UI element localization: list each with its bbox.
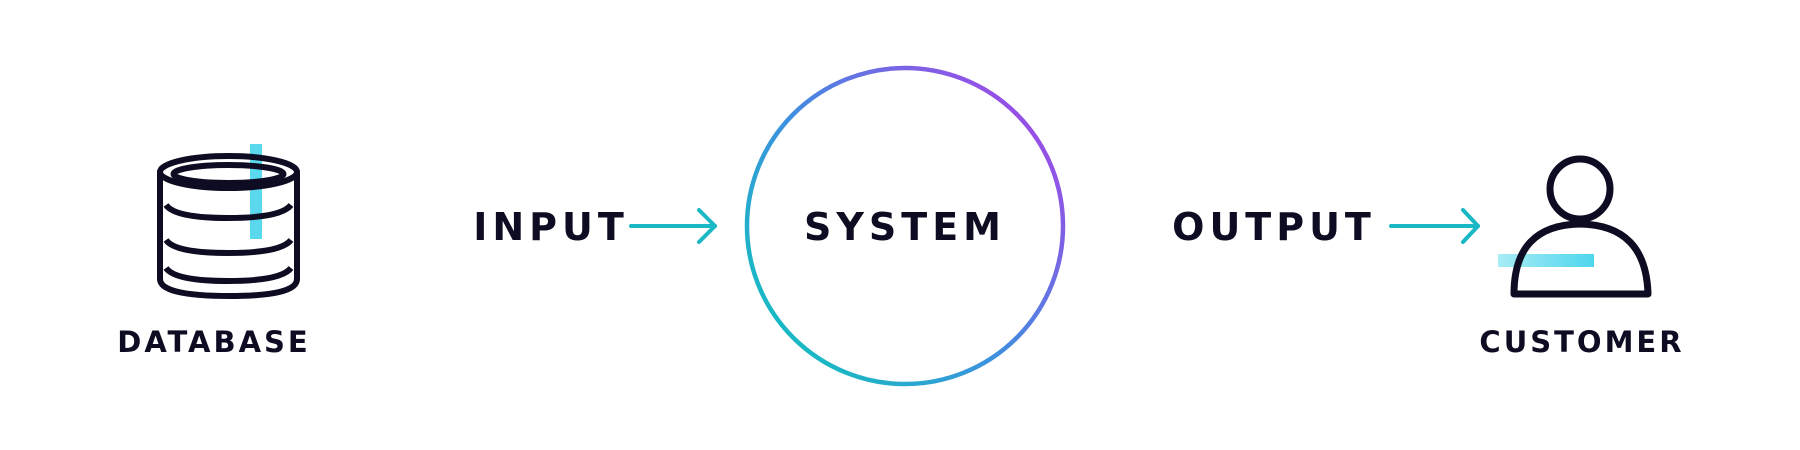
output-arrow: [1389, 208, 1480, 244]
database-label: DATABASE: [117, 325, 310, 359]
input-label: INPUT: [473, 205, 629, 249]
person-accent-bar: [1498, 254, 1594, 267]
output-label: OUTPUT: [1172, 205, 1376, 249]
database-icon: [157, 144, 300, 299]
person-icon: [1498, 155, 1652, 298]
input-arrow: [629, 208, 717, 244]
system-label: SYSTEM: [804, 205, 1006, 249]
customer-label: CUSTOMER: [1479, 325, 1684, 359]
